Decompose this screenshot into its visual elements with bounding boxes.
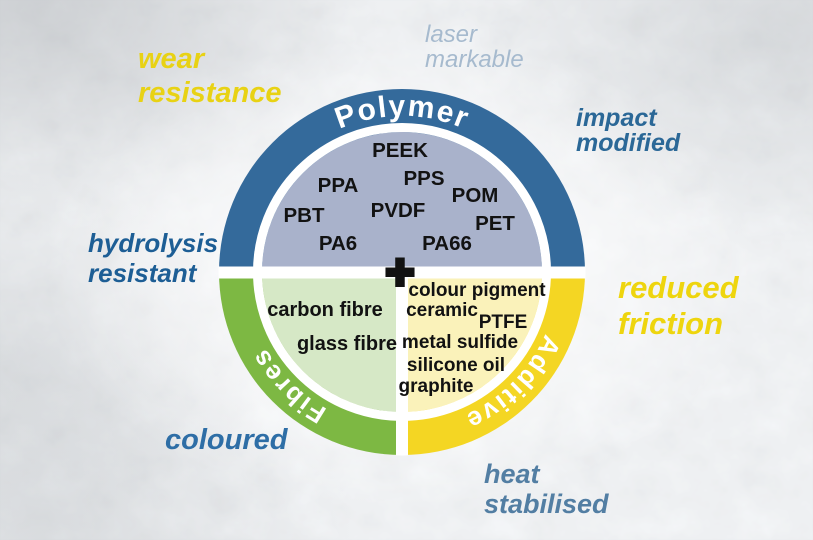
polymer-item: PVDF: [371, 199, 426, 222]
annotation-line: modified: [576, 129, 681, 157]
polymer-item: PA66: [422, 232, 472, 255]
annotation-wear-resistance: wear resistance: [138, 43, 282, 109]
polymer-items: PEEK PPS PPA POM PVDF PBT PET PA6 PA66: [284, 139, 516, 255]
annotation-line: resistant: [88, 258, 198, 288]
polymer-item: PEEK: [372, 139, 428, 162]
fibres-inner-sector: [262, 272, 402, 412]
additive-item: colour pigment: [408, 280, 546, 301]
annotation-laser-markable: laser markable: [425, 21, 524, 73]
polymer-item: PBT: [284, 204, 325, 227]
annotation-line: heat: [484, 459, 541, 489]
fibres-item: carbon fibre: [267, 299, 383, 321]
annotation-reduced-friction: reduced friction: [618, 270, 747, 341]
polymer-item: PPA: [318, 174, 359, 197]
annotation-heat-stabilised: heat stabilised: [484, 459, 609, 519]
annotation-line: markable: [425, 46, 524, 73]
fibres-item: glass fibre: [297, 333, 397, 355]
additive-item: ceramic: [406, 300, 478, 321]
plus-symbol: +: [385, 244, 414, 300]
additive-item: graphite: [399, 376, 474, 397]
vertical-divider: [396, 272, 408, 456]
polymer-item: PET: [475, 212, 515, 235]
annotation-line: resistance: [138, 77, 282, 109]
annotation-coloured: coloured: [165, 424, 289, 456]
additive-inner-sector: [402, 272, 542, 412]
polymer-item: PPS: [403, 167, 444, 190]
additive-items: colour pigment ceramic PTFE metal sulfid…: [399, 280, 547, 397]
polymer-item: PA6: [319, 232, 357, 255]
additive-item: metal sulfide: [402, 332, 518, 353]
annotations: wear resistance laser markable impact mo…: [88, 21, 747, 519]
annotation-impact-modified: impact modified: [576, 104, 681, 157]
annotation-line: impact: [576, 104, 658, 132]
annotation-line: wear: [138, 43, 206, 75]
annotation-line: coloured: [165, 424, 289, 456]
annotation-hydrolysis-resistant: hydrolysis resistant: [88, 228, 225, 288]
polymer-inner-sector: [262, 132, 542, 272]
additive-item: PTFE: [479, 312, 528, 333]
annotation-line: laser: [425, 21, 478, 48]
fibres-items: carbon fibre glass fibre: [267, 299, 397, 355]
polymer-item: POM: [452, 184, 499, 207]
white-divider-bands: [218, 266, 586, 456]
annotation-line: reduced: [618, 270, 740, 305]
annotation-line: friction: [618, 306, 723, 341]
annotation-line: stabilised: [484, 489, 609, 519]
additive-item: silicone oil: [407, 355, 505, 376]
inner-sectors: [262, 132, 542, 412]
annotation-line: hydrolysis: [88, 228, 218, 258]
